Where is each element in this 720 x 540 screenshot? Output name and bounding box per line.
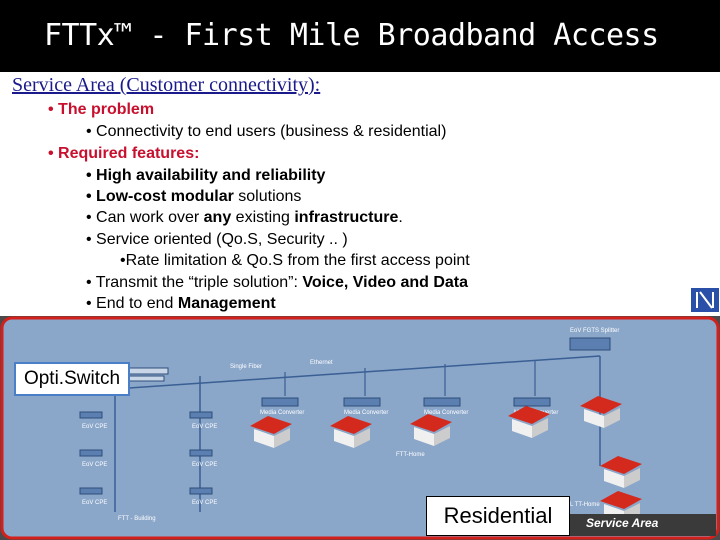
mc-label-2: Media Converter (344, 410, 388, 416)
house-2 (330, 416, 372, 448)
service-area-band (570, 514, 716, 536)
cpe-device-6 (189, 487, 213, 495)
feature-infra-d: infrastructure (294, 209, 399, 226)
cpe-label-5: EoV CPE (82, 500, 107, 506)
ethernet-label: Ethernet (310, 360, 333, 366)
cpe-device-3 (79, 449, 103, 457)
cpe-label-1: EoV CPE (82, 424, 107, 430)
feature-low-cost-rest: solutions (233, 188, 302, 205)
feature-triple-b: Voice, Video and Data (302, 274, 469, 291)
cpe-device-2 (189, 411, 213, 419)
house-1 (250, 416, 292, 448)
residential-callout: Residential (426, 496, 570, 536)
network-diagram: Single Fiber Ethernet EoV FGTS Splitter … (0, 316, 720, 540)
media-converter-1 (261, 397, 299, 407)
nav-end-button[interactable] (690, 287, 720, 313)
building-label: FTT - Building (118, 516, 156, 522)
cpe-device-4 (189, 449, 213, 457)
optiswitch-callout: Opti.Switch (14, 362, 130, 396)
media-converter-2 (343, 397, 381, 407)
problem-text: • Connectivity to end users (business & … (86, 123, 447, 140)
service-area-label: Service Area (586, 516, 659, 530)
problem-label: • The problem (48, 101, 155, 118)
feature-low-cost: • Low-cost modular solutions (86, 187, 301, 207)
feature-infra-e: . (398, 209, 403, 226)
feature-infrastructure: • Can work over any existing infrastruct… (86, 208, 403, 228)
cpe-device-5 (79, 487, 103, 495)
house-5 (580, 396, 622, 428)
cpe-label-6: EoV CPE (192, 500, 217, 506)
mc-label-1: Media Converter (260, 410, 304, 416)
feature-low-cost-bold: • Low-cost modular (86, 188, 234, 205)
house-4 (508, 406, 550, 438)
single-fiber-label: Single Fiber (230, 364, 262, 370)
skip-end-icon (696, 291, 714, 309)
house-3 (410, 414, 452, 446)
fiber-backbone (69, 355, 601, 393)
house-6 (600, 456, 642, 488)
media-converter-3 (423, 397, 461, 407)
feature-infra-a: • Can work over (86, 209, 204, 226)
splitter-label: EoV FGTS Splitter (570, 328, 619, 334)
title-bar: FTTx™ - First Mile Broadband Access (0, 0, 720, 72)
feature-service-sub: •Rate limitation & Qo.S from the first a… (120, 252, 470, 269)
media-converter-4 (513, 397, 551, 407)
feature-service: • Service oriented (Qo.S, Security .. ) (86, 231, 348, 248)
feature-infra-b: any (203, 209, 232, 226)
feature-mgmt-b: Management (177, 295, 276, 312)
section-heading: Service Area (Customer connectivity): (12, 74, 321, 96)
slide-title: FTTx™ - First Mile Broadband Access (44, 18, 659, 53)
feature-infra-c: existing (231, 209, 295, 226)
cpe-device-1 (79, 411, 103, 419)
cpe-label-3: EoV CPE (82, 462, 107, 468)
feature-triple: • Transmit the “triple solution”: Voice,… (86, 273, 468, 293)
feature-triple-a: • Transmit the “triple solution”: (86, 274, 303, 291)
splitter-device (569, 337, 611, 351)
mc-label-3: Media Converter (424, 410, 468, 416)
cpe-label-4: EoV CPE (192, 462, 217, 468)
feature-management: • End to end Management (86, 294, 276, 314)
features-label: • Required features: (48, 145, 200, 162)
ftthome-label: FTT-Home (396, 452, 425, 458)
feature-availability: • High availability and reliability (86, 167, 326, 184)
cpe-label-2: EoV CPE (192, 424, 217, 430)
feature-mgmt-a: • End to end (86, 295, 178, 312)
